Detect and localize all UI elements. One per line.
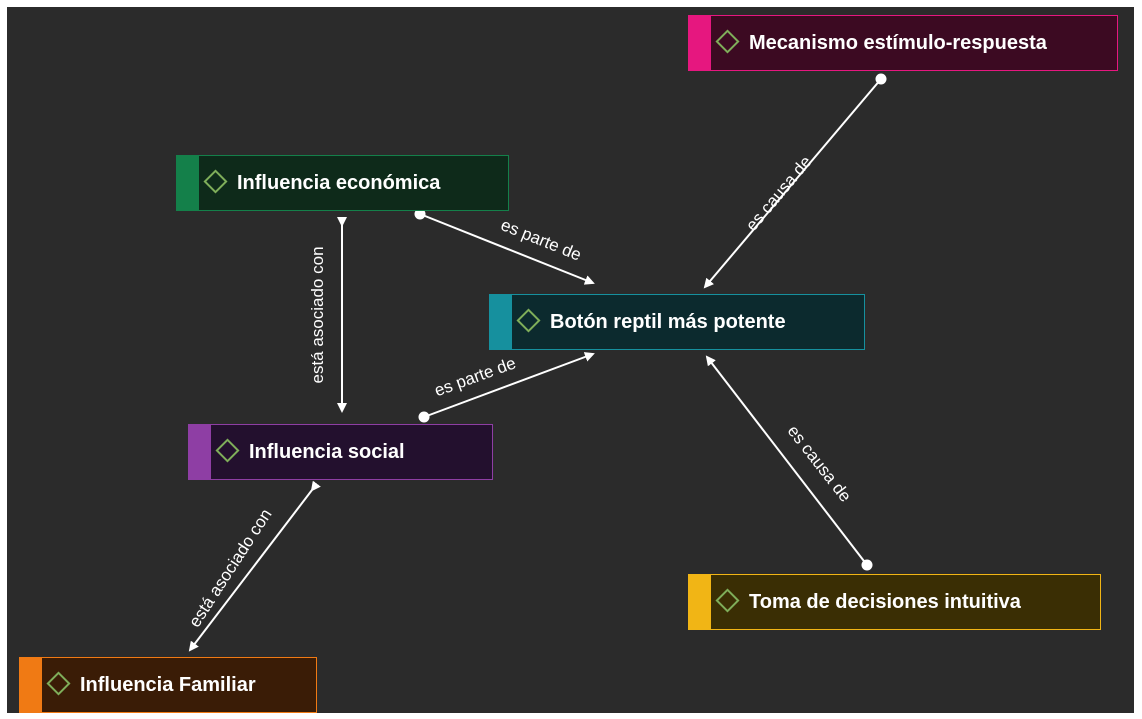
node-boton-reptil[interactable]: Botón reptil más potente (489, 294, 865, 350)
node-color-strip (689, 575, 711, 629)
node-mecanismo-estimulo-respuesta[interactable]: Mecanismo estímulo-respuesta (688, 15, 1118, 71)
edge-toma-boton[interactable]: es causa de (705, 355, 873, 571)
concept-map-canvas: es causa de es parte de es parte de es c… (7, 7, 1134, 713)
concept-diamond-icon (46, 671, 71, 696)
node-color-strip (177, 156, 199, 210)
node-color-strip (20, 658, 42, 712)
edge-label-economica-social: está asociado con (308, 246, 327, 383)
node-toma-de-decisiones[interactable]: Toma de decisiones intuitiva (688, 574, 1101, 630)
node-label: Mecanismo estímulo-respuesta (749, 31, 1047, 54)
edge-social-boton[interactable]: es parte de (418, 352, 595, 423)
edge-label-mecanismo-boton: es causa de (742, 152, 815, 234)
concept-diamond-icon (215, 438, 240, 463)
edge-social-familiar[interactable]: está asociado con (185, 480, 321, 652)
concept-diamond-icon (715, 588, 740, 613)
edge-economica-boton[interactable]: es parte de (414, 208, 595, 285)
edge-label-toma-boton: es causa de (784, 422, 855, 506)
node-color-strip (189, 425, 211, 479)
node-label: Toma de decisiones intuitiva (749, 590, 1021, 613)
edges-layer: es causa de es parte de es parte de es c… (185, 73, 887, 652)
node-label: Influencia económica (237, 171, 441, 194)
node-influencia-social[interactable]: Influencia social (188, 424, 493, 480)
concept-diamond-icon (715, 29, 740, 54)
node-label: Influencia Familiar (80, 673, 256, 696)
edge-economica-social[interactable]: está asociado con (308, 217, 347, 413)
node-influencia-economica[interactable]: Influencia económica (176, 155, 509, 211)
edge-label-social-boton: es parte de (432, 353, 518, 400)
edge-label-social-familiar: está asociado con (185, 505, 276, 630)
node-label: Influencia social (249, 440, 405, 463)
edge-label-economica-boton: es parte de (498, 215, 584, 264)
concept-diamond-icon (516, 308, 541, 333)
node-color-strip (490, 295, 512, 349)
concept-diamond-icon (203, 169, 228, 194)
node-label: Botón reptil más potente (550, 310, 786, 333)
node-color-strip (689, 16, 711, 70)
node-influencia-familiar[interactable]: Influencia Familiar (19, 657, 317, 713)
edge-mecanismo-boton[interactable]: es causa de (703, 73, 887, 289)
